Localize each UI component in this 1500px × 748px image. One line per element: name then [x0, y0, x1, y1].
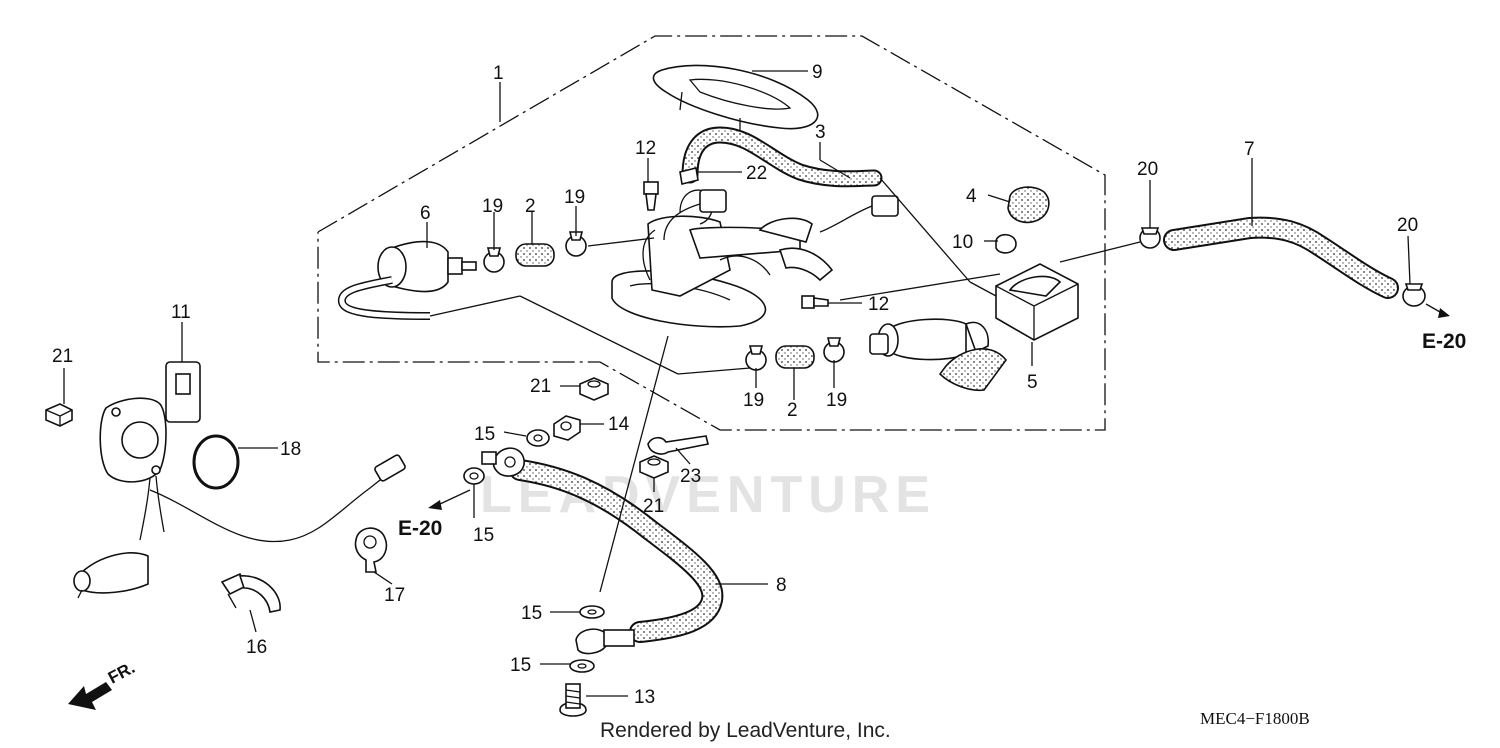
callout-17: 17: [384, 585, 405, 606]
callout-4: 4: [966, 186, 977, 207]
part-12-screw-lower[interactable]: [801, 295, 829, 309]
callout-2a: 2: [525, 196, 536, 217]
part-6-fuel-filter[interactable]: [337, 240, 477, 320]
callout-2b: 2: [787, 400, 798, 421]
callout-7: 7: [1244, 139, 1255, 160]
part-15-washer-b[interactable]: [463, 467, 485, 485]
part-10-clip[interactable]: [995, 233, 1017, 254]
diagram-code: MEC4−F1800B: [1200, 709, 1310, 728]
callout-15c: 15: [521, 603, 542, 624]
callout-19a: 19: [482, 196, 503, 217]
callout-14: 14: [608, 414, 630, 435]
callout-10: 10: [952, 232, 973, 253]
callout-19d: 19: [826, 390, 847, 411]
callout-18: 18: [280, 439, 301, 460]
part-2-tube-lower[interactable]: [775, 345, 815, 369]
front-arrow: FR.: [68, 658, 138, 710]
part-19-clamp-c[interactable]: [745, 345, 767, 371]
callout-15b: 15: [473, 525, 494, 546]
callout-15a: 15: [474, 424, 495, 445]
callout-5: 5: [1027, 372, 1038, 393]
callout-9: 9: [812, 62, 823, 83]
part-19-clamp-d[interactable]: [823, 337, 845, 363]
part-2-tube-upper[interactable]: [515, 243, 555, 267]
part-14-nut[interactable]: [553, 415, 581, 441]
callout-21c: 21: [643, 496, 664, 517]
leader-lines: [63, 70, 1441, 697]
callout-3: 3: [815, 122, 826, 143]
callout-13: 13: [634, 687, 655, 708]
arrow-e20-right: [1438, 308, 1450, 318]
part-21-nut-left[interactable]: [45, 403, 73, 427]
part-4-strainer[interactable]: [1007, 186, 1050, 224]
part-5-holder[interactable]: [995, 263, 1079, 341]
fuel-pump-motor[interactable]: [869, 318, 1008, 392]
callout-12a: 12: [635, 138, 656, 159]
callout-16: 16: [246, 637, 267, 658]
part-15-washer-c[interactable]: [579, 605, 605, 619]
part-20-clamp-right[interactable]: [1402, 283, 1426, 307]
wire-harness-connector[interactable]: [663, 189, 899, 241]
part-8-feed-hose[interactable]: [481, 447, 724, 655]
part-23-stay[interactable]: [647, 435, 709, 455]
callout-20b: 20: [1397, 215, 1418, 236]
pump-base-assembly[interactable]: [611, 189, 834, 328]
callout-19b: 19: [564, 187, 585, 208]
part-22-clip[interactable]: [679, 167, 699, 185]
callout-19c: 19: [743, 390, 764, 411]
ref-e20-right[interactable]: E-20: [1422, 330, 1466, 353]
callout-23: 23: [680, 466, 701, 487]
callout-numbers: 1 9 3 12 22 6 19 2 19 4 20 7 20 10 12 5 …: [52, 62, 1418, 708]
part-15-washer-a[interactable]: [526, 429, 550, 447]
part-12-screw-upper[interactable]: [643, 181, 659, 211]
callout-6: 6: [420, 203, 431, 224]
part-11-fuel-level-sensor[interactable]: [73, 361, 406, 599]
callout-21b: 21: [530, 376, 551, 397]
part-21-nut-lower[interactable]: [639, 455, 669, 479]
callout-21a: 21: [52, 346, 73, 367]
callout-1: 1: [493, 63, 504, 84]
part-16-wire-clip[interactable]: [220, 572, 281, 613]
callout-8: 8: [776, 575, 787, 596]
callout-20a: 20: [1137, 159, 1158, 180]
part-17-clamp[interactable]: [354, 527, 388, 573]
part-19-clamp-a[interactable]: [483, 247, 505, 273]
assembly-boundary: [317, 35, 1106, 431]
arrow-e20-left: [428, 500, 442, 510]
part-7-fuel-hose[interactable]: [1163, 216, 1399, 299]
callout-22: 22: [746, 163, 767, 184]
callout-12b: 12: [868, 294, 889, 315]
part-15-washer-d[interactable]: [569, 659, 595, 673]
part-3-fuel-hose[interactable]: [681, 126, 883, 188]
credit-text: Rendered by LeadVenture, Inc.: [600, 719, 891, 742]
callout-15d: 15: [510, 655, 531, 676]
part-13-bolt[interactable]: [559, 683, 587, 717]
ref-e20-left[interactable]: E-20: [398, 517, 442, 540]
part-9-set-plate[interactable]: [652, 64, 819, 132]
part-20-clamp-left[interactable]: [1139, 227, 1161, 249]
part-21-nut-mid[interactable]: [579, 377, 609, 401]
callout-11: 11: [171, 302, 191, 323]
front-label: FR.: [105, 658, 138, 688]
part-18-o-ring[interactable]: [192, 434, 240, 490]
